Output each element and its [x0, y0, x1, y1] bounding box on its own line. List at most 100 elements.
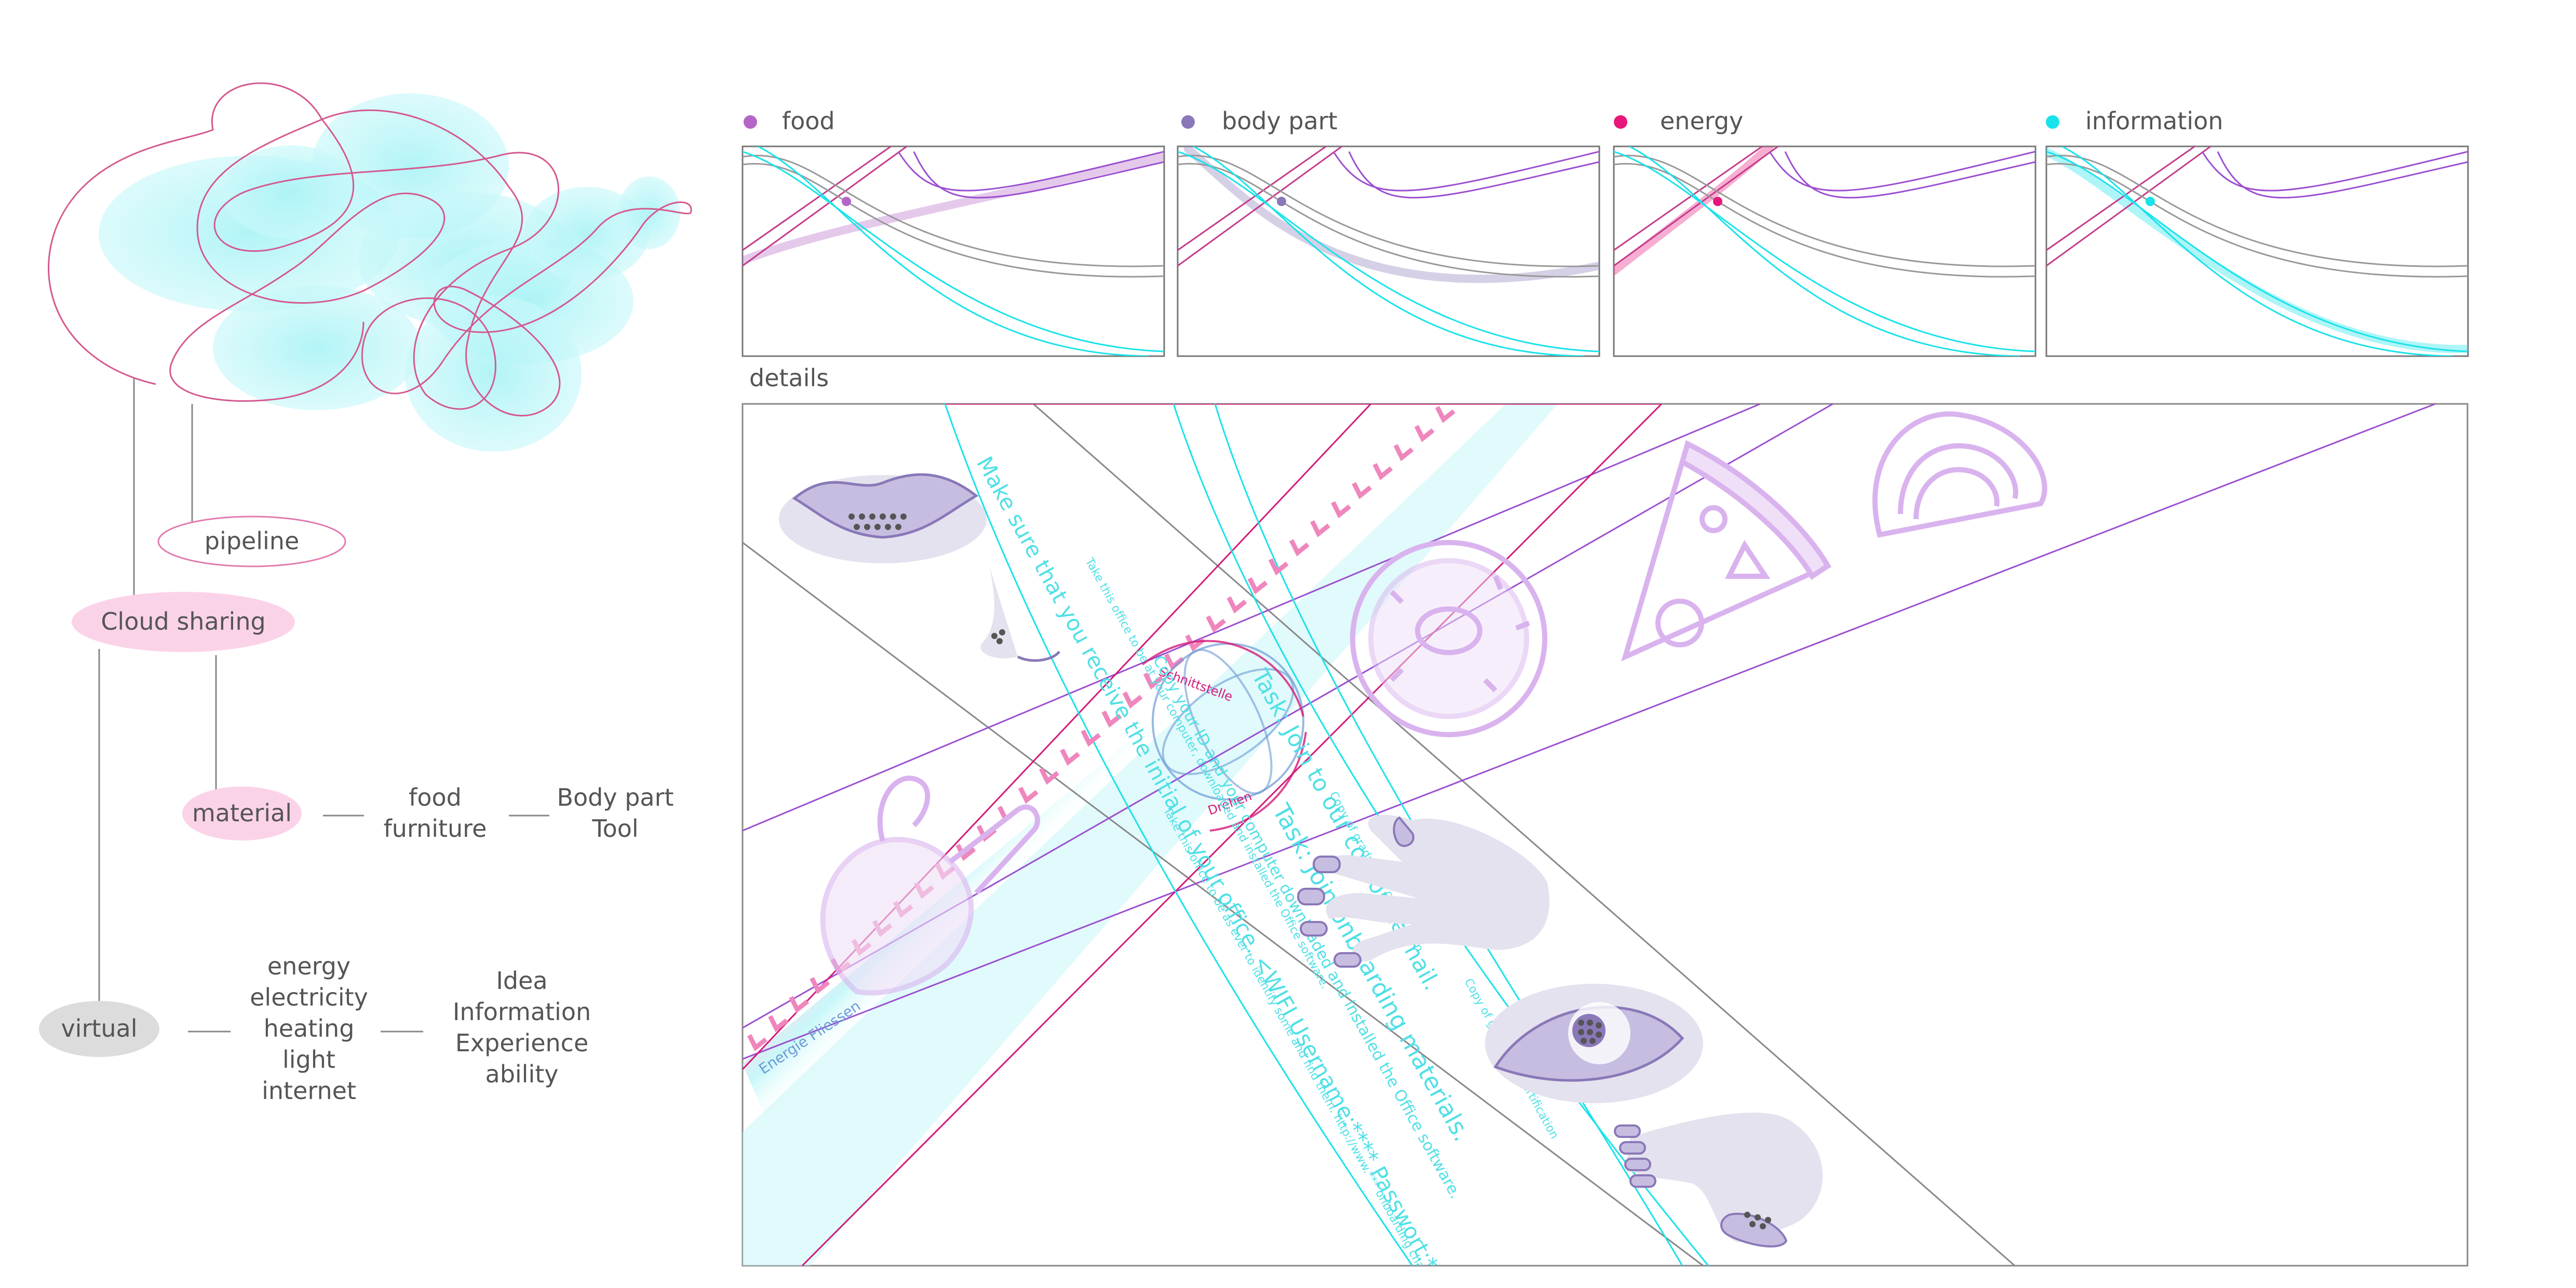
mini-line — [1178, 146, 1343, 267]
virtual-items-group-2: Idea Information Experience ability — [453, 967, 591, 1088]
pizza-icon — [1621, 440, 1832, 662]
mini-line — [1348, 151, 1599, 199]
ice-cream-icon — [820, 775, 1041, 996]
cloud-sharing-label: Cloud sharing — [101, 607, 265, 635]
mini-line — [1332, 151, 1599, 192]
virtual-item: Idea — [496, 967, 547, 995]
virtual-item: internet — [262, 1077, 356, 1105]
mini-panel-energy — [1613, 145, 2036, 357]
cloud-sharing-node[interactable]: Cloud sharing — [72, 592, 295, 652]
details-title: details — [749, 364, 829, 392]
mini-line — [1614, 162, 2035, 278]
chevron-mark — [1060, 748, 1081, 766]
chevron-mark — [1122, 691, 1143, 709]
mini-intersection-dot — [842, 197, 851, 206]
mini-line — [1614, 155, 2035, 267]
chevron-mark — [1414, 425, 1435, 442]
chevron-mark — [1081, 729, 1101, 747]
legend-energy-dot — [1614, 115, 1627, 129]
mini-line — [2046, 162, 2468, 278]
legend-body-part: body part — [1181, 107, 1338, 135]
mini-line — [758, 146, 1149, 356]
virtual-item: heating — [264, 1014, 355, 1042]
mini-line — [743, 146, 908, 267]
mini-line — [897, 151, 1164, 192]
chevron-mark — [810, 977, 830, 994]
chevron-mark — [1352, 482, 1372, 499]
virtual-item: electricity — [250, 983, 368, 1011]
mini-line — [1769, 151, 2035, 192]
mini-line — [2046, 151, 2468, 352]
mini-intersection-dot — [1277, 197, 1286, 206]
chevron-mark — [1185, 634, 1205, 652]
purple-line — [743, 404, 2436, 1060]
mini-panel-food — [741, 145, 1165, 357]
legend-energy-label: energy — [1660, 107, 1743, 135]
virtual-item: light — [282, 1046, 335, 1074]
material-node[interactable]: material — [182, 787, 302, 840]
mini-line — [2061, 146, 2453, 356]
legend-information-dot — [2046, 115, 2059, 129]
mini-panel-body_part — [1177, 145, 1600, 357]
chevron-mark — [747, 1034, 767, 1051]
virtual-item: Information — [453, 998, 591, 1026]
chevron-mark — [1331, 501, 1352, 519]
material-items-group-2: Body part Tool — [557, 783, 673, 843]
hand-icon — [1297, 815, 1549, 968]
legend-food-dot — [744, 115, 757, 129]
chevron-mark — [955, 844, 976, 861]
grey-line — [1033, 404, 2015, 1266]
mini-line — [743, 162, 1164, 278]
magenta-line — [801, 404, 1663, 1266]
mini-line — [1614, 151, 2035, 352]
chevron-mark — [768, 1015, 788, 1033]
mini-panel-information — [2045, 145, 2469, 357]
material-item: Body part — [557, 783, 673, 811]
mini-line — [2046, 146, 2212, 267]
mini-line — [2046, 155, 2468, 267]
mini-highlight-band — [743, 153, 1164, 265]
mini-intersection-dot — [2146, 197, 2155, 206]
lips-icon — [779, 473, 987, 563]
virtual-item: ability — [485, 1060, 559, 1088]
foot-icon — [1614, 1113, 1823, 1248]
legend-food-label: food — [782, 107, 835, 135]
concept-tree — [98, 378, 549, 1033]
mini-line — [1193, 146, 1584, 356]
mini-highlight-band — [1184, 146, 1599, 283]
virtual-item: energy — [267, 952, 350, 980]
virtual-node[interactable]: virtual — [39, 1001, 159, 1057]
chevron-mark — [1143, 672, 1164, 690]
mini-line — [1178, 162, 1599, 278]
material-item: furniture — [384, 815, 487, 843]
details-panel: Schnittstelle Drehen Make sure that you … — [741, 403, 2469, 1267]
legend-information: information — [2046, 107, 2223, 135]
mini-panels — [741, 145, 2469, 357]
mini-line — [913, 151, 1164, 199]
mini-line — [1178, 155, 1599, 267]
chevron-mark — [1289, 539, 1310, 557]
chevron-mark — [1101, 710, 1122, 728]
chevron-mark — [1247, 577, 1268, 594]
material-item: Tool — [591, 815, 638, 843]
legend-body-part-dot — [1181, 115, 1195, 129]
legend-energy: energy — [1614, 107, 1743, 135]
chevron-mark — [1206, 615, 1226, 633]
cyan-curve — [944, 404, 1413, 1266]
mini-line — [1784, 151, 2035, 199]
grey-line — [743, 541, 1704, 1266]
mini-line — [1629, 146, 2020, 356]
chevron-mark — [1268, 558, 1289, 576]
pipeline-node[interactable]: pipeline — [157, 516, 346, 567]
pipeline-label: pipeline — [205, 527, 300, 555]
material-items-group-1: food furniture — [384, 783, 487, 843]
chevron-mark — [1310, 520, 1330, 537]
chevron-mark — [1372, 463, 1393, 480]
mini-line — [2217, 151, 2468, 199]
mini-line — [743, 151, 1164, 352]
eye-icon — [1485, 984, 1703, 1103]
taco-icon — [1872, 411, 2047, 538]
chevron-mark — [1018, 787, 1039, 804]
virtual-item: Experience — [455, 1029, 589, 1057]
legend-food: food — [744, 107, 835, 135]
